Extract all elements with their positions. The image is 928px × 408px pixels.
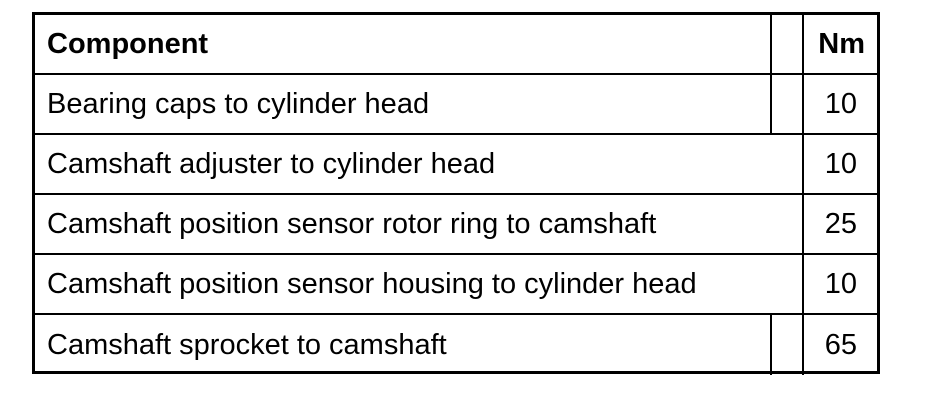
value-column-divider bbox=[802, 15, 804, 375]
table-row: Camshaft adjuster to cylinder head 10 bbox=[35, 135, 877, 195]
torque-table: Component Nm Bearing caps to cylinder he… bbox=[32, 12, 880, 375]
component-cell: Bearing caps to cylinder head bbox=[47, 87, 430, 120]
unit-column-header: Nm bbox=[818, 27, 865, 60]
table-row: Camshaft position sensor rotor ring to c… bbox=[35, 195, 877, 255]
inner-column-divider-top bbox=[770, 15, 772, 135]
component-cell: Camshaft position sensor rotor ring to c… bbox=[47, 207, 657, 240]
torque-value-cell: 10 bbox=[824, 87, 857, 120]
component-cell: Camshaft adjuster to cylinder head bbox=[47, 147, 496, 180]
torque-value-cell: 65 bbox=[824, 328, 857, 361]
component-column-header: Component bbox=[47, 27, 209, 60]
table-row: Camshaft position sensor housing to cyli… bbox=[35, 255, 877, 315]
torque-value-cell: 25 bbox=[824, 207, 857, 240]
inner-column-divider-bottom bbox=[770, 315, 772, 375]
torque-value-cell: 10 bbox=[824, 267, 857, 300]
table-row: Bearing caps to cylinder head 10 bbox=[35, 75, 877, 135]
torque-value-cell: 10 bbox=[824, 147, 857, 180]
component-cell: Camshaft sprocket to camshaft bbox=[47, 328, 447, 361]
component-cell: Camshaft position sensor housing to cyli… bbox=[47, 267, 697, 300]
table-header-row: Component Nm bbox=[35, 15, 877, 75]
table-row: Camshaft sprocket to camshaft 65 bbox=[35, 315, 877, 375]
